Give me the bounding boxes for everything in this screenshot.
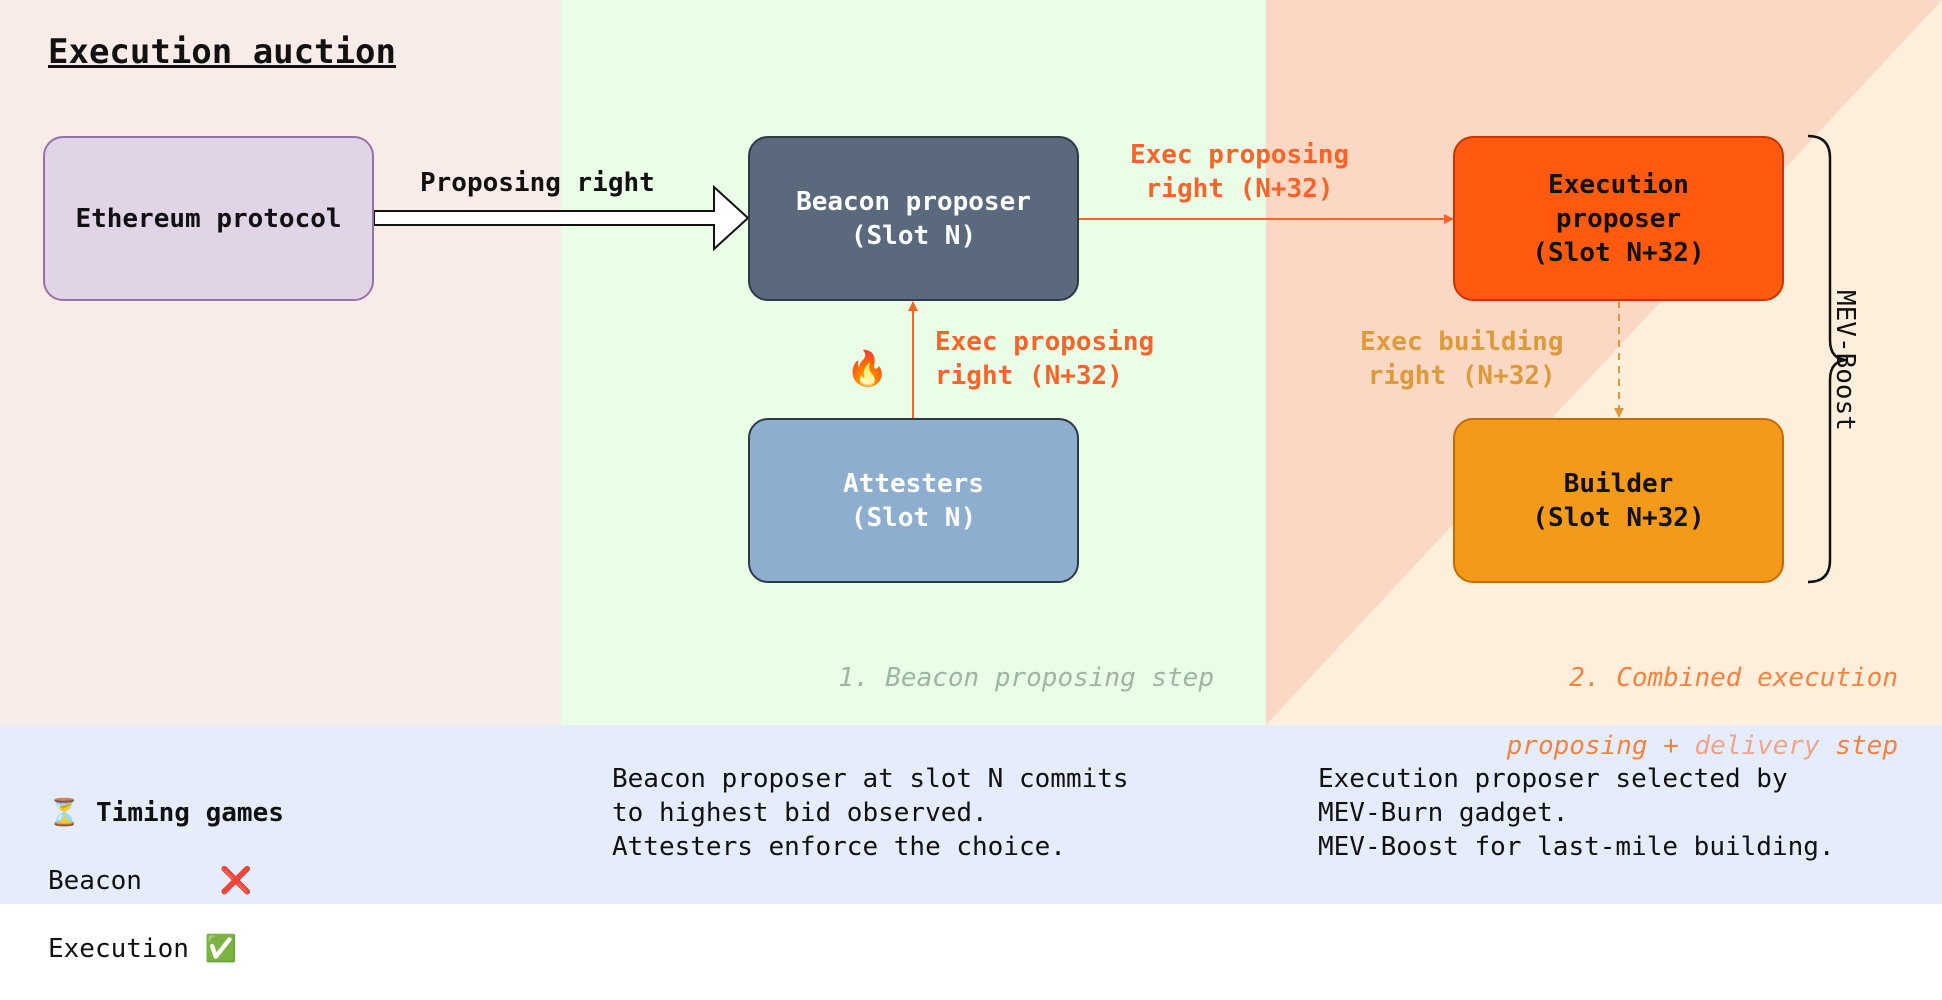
panel-middle	[561, 0, 1266, 725]
hourglass-icon: ⏳	[48, 798, 81, 828]
ethereum-protocol-box: Ethereum protocol	[43, 136, 374, 301]
execution-description: Execution proposer selected by MEV-Burn …	[1318, 764, 1835, 862]
timing-games-block: ⏳ Timing games Beacon ❌ Execution ✅	[48, 762, 284, 1000]
attesters-box: Attesters (Slot N)	[748, 418, 1079, 583]
step-2-line-2b: delivery	[1694, 731, 1820, 761]
step-2-line-1: 2. Combined execution	[1569, 663, 1898, 693]
cross-mark-icon: ❌	[219, 866, 253, 896]
exec-proposing-right-label-top: Exec proposing right (N+32)	[1130, 140, 1350, 204]
execution-proposer-box: Execution proposer (Slot N+32)	[1453, 136, 1784, 301]
beacon-description: Beacon proposer at slot N commits to hig…	[612, 764, 1129, 862]
builder-box: Builder (Slot N+32)	[1453, 418, 1784, 583]
step-2-line-2c: step	[1819, 731, 1898, 761]
exec-proposing-right-label-mid: Exec proposing right (N+32)	[935, 327, 1155, 391]
bottom-panel	[0, 725, 1942, 904]
step-1-caption: 1. Beacon proposing step	[838, 663, 1214, 693]
step-2-line-2a: proposing +	[1506, 731, 1695, 761]
step-2-caption: 2. Combined execution proposing + delive…	[1507, 627, 1898, 763]
beacon-timing-label: Beacon	[48, 866, 142, 896]
proposing-right-label: Proposing right	[420, 168, 655, 198]
beacon-proposer-box: Beacon proposer (Slot N)	[748, 136, 1079, 301]
fire-icon: 🔥	[846, 349, 889, 389]
exec-building-right-label: Exec building right (N+32)	[1360, 327, 1564, 391]
panel-left	[0, 0, 561, 725]
timing-games-title: Timing games	[96, 798, 284, 828]
mev-boost-label: MEV-Boost	[1830, 290, 1860, 431]
execution-timing-label: Execution	[48, 934, 189, 964]
diagram-title: Execution auction	[48, 32, 396, 72]
check-mark-icon: ✅	[204, 934, 237, 964]
